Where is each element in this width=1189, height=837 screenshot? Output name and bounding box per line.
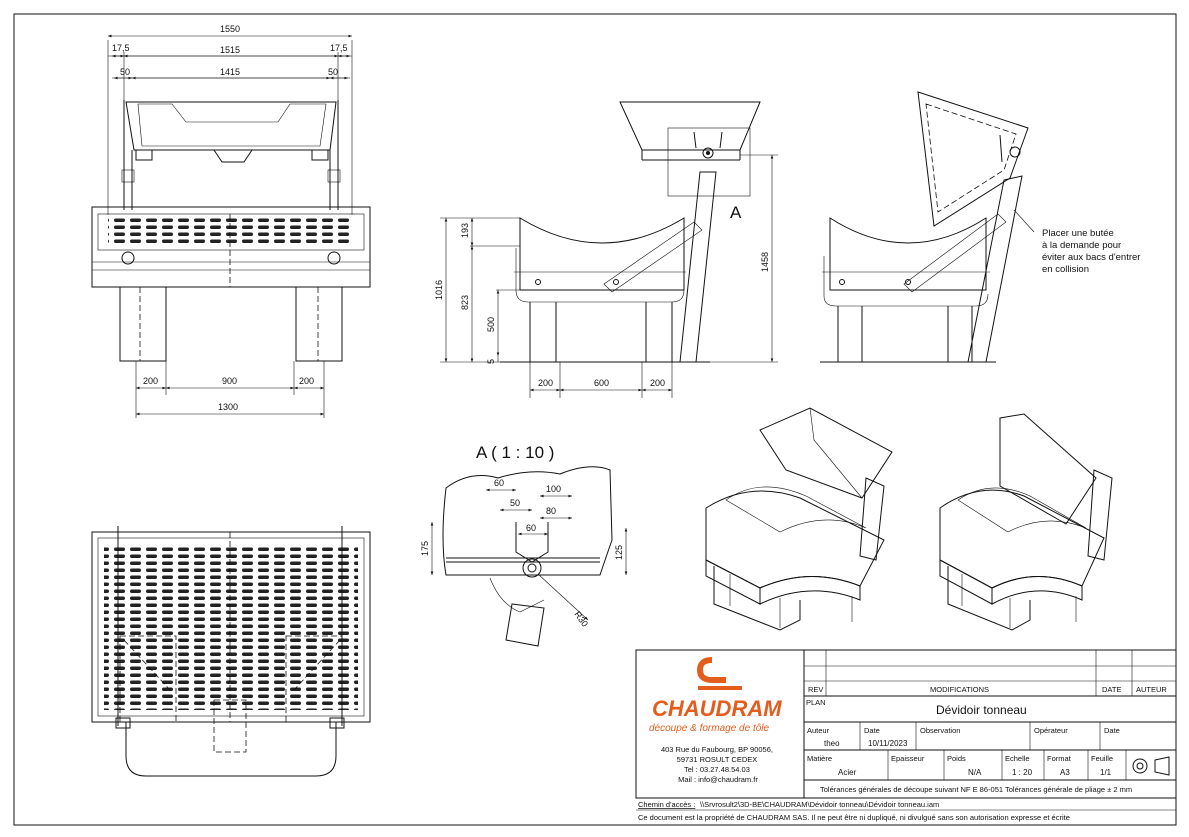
tolerance-line: Tolérances générales de découpe suivant … xyxy=(820,785,1132,794)
dim-1515: 1515 xyxy=(220,45,240,55)
front-view: 1550 17,5 1515 17,5 50 1415 50 xyxy=(91,24,371,418)
dim-detail-60-top: 60 xyxy=(494,478,504,488)
detail-a-view: A ( 1 : 10 ) R30 60 100 50 80 60 175 125 xyxy=(420,443,628,647)
dim-1550: 1550 xyxy=(220,24,240,34)
dim-200-right: 200 xyxy=(299,376,314,386)
dim-side-200-right: 200 xyxy=(650,378,665,388)
dim-detail-50: 50 xyxy=(510,498,520,508)
dim-50-right: 50 xyxy=(328,67,338,77)
rev-label: REV xyxy=(808,685,823,694)
dim-r30: R30 xyxy=(572,609,590,628)
poids-value: N/A xyxy=(968,768,982,777)
date-field-label: Date xyxy=(864,726,880,735)
dim-500: 500 xyxy=(486,317,496,332)
dim-detail-100: 100 xyxy=(546,484,561,494)
dim-detail-80: 80 xyxy=(546,506,556,516)
tilted-view: Placer une butée à la demande pour évite… xyxy=(820,91,1143,363)
format-value: A3 xyxy=(1060,768,1070,777)
detail-title: A ( 1 : 10 ) xyxy=(476,443,554,462)
dim-side-200-left: 200 xyxy=(538,378,553,388)
company-tagline: découpe & formage de tôle xyxy=(649,723,770,734)
chaudram-logo xyxy=(696,657,742,690)
copyright-notice: Ce document est la propriété de CHAUDRAM… xyxy=(638,813,1070,822)
dim-200-left: 200 xyxy=(143,376,158,386)
company-address: 403 Rue du Faubourg, BP 90056, 59731 ROS… xyxy=(661,745,775,784)
poids-label: Poids xyxy=(947,754,966,763)
format-label: Format xyxy=(1047,754,1072,763)
dim-900: 900 xyxy=(222,376,237,386)
dim-1016: 1016 xyxy=(434,280,444,300)
dim-600: 600 xyxy=(594,378,609,388)
date-value: 10/11/2023 xyxy=(868,739,908,748)
plan-title: Dévidoir tonneau xyxy=(936,703,1027,717)
dim-5: 5 xyxy=(486,359,496,364)
chemin-value: \\Srvrosult2\3D-BE\CHAUDRAM\Dévidoir ton… xyxy=(700,800,939,809)
dim-17-5-right: 17,5 xyxy=(330,43,348,53)
observation-label: Observation xyxy=(920,726,960,735)
collision-note: Placer une butée à la demande pour évite… xyxy=(1042,228,1143,275)
matiere-label: Matière xyxy=(807,754,832,763)
dim-1415: 1415 xyxy=(220,67,240,77)
isometric-view-2 xyxy=(939,413,1113,631)
plan-label: PLAN xyxy=(806,698,826,707)
dim-1458: 1458 xyxy=(760,252,770,272)
dim-193: 193 xyxy=(460,223,470,238)
dim-50-left: 50 xyxy=(120,67,130,77)
auteur-field-label: Auteur xyxy=(807,726,830,735)
dim-17-5-left: 17,5 xyxy=(112,43,130,53)
isometric-view-1 xyxy=(705,407,893,631)
auteur-col-label: AUTEUR xyxy=(1136,685,1167,694)
top-view xyxy=(91,526,371,777)
echelle-value: 1 : 20 xyxy=(1012,768,1033,777)
dim-detail-175: 175 xyxy=(420,541,430,556)
chemin-label: Chemin d'accès : xyxy=(638,800,695,809)
matiere-value: Acier xyxy=(838,768,857,777)
modifications-label: MODIFICATIONS xyxy=(930,685,989,694)
dim-1300: 1300 xyxy=(218,402,238,412)
sheet-border xyxy=(13,13,1177,826)
dim-detail-125: 125 xyxy=(614,545,624,560)
detail-marker-a: A xyxy=(730,203,742,222)
projection-symbol-icon xyxy=(1132,756,1170,776)
feuille-value: 1/1 xyxy=(1100,768,1112,777)
title-block: REV MODIFICATIONS DATE AUTEUR PLAN Dévid… xyxy=(635,649,1177,822)
date2-label: Date xyxy=(1104,726,1120,735)
auteur-value: theo xyxy=(824,739,840,748)
echelle-label: Echelle xyxy=(1005,754,1030,763)
feuille-label: Feuille xyxy=(1091,754,1113,763)
date-col-label: DATE xyxy=(1102,685,1121,694)
company-name: CHAUDRAM xyxy=(652,696,782,721)
dim-823: 823 xyxy=(460,295,470,310)
operateur-label: Opérateur xyxy=(1034,726,1068,735)
side-view: A 193 1016 823 500 5 1458 xyxy=(434,101,778,398)
dim-detail-60-bottom: 60 xyxy=(526,523,536,533)
epaisseur-label: Epaisseur xyxy=(891,754,925,763)
